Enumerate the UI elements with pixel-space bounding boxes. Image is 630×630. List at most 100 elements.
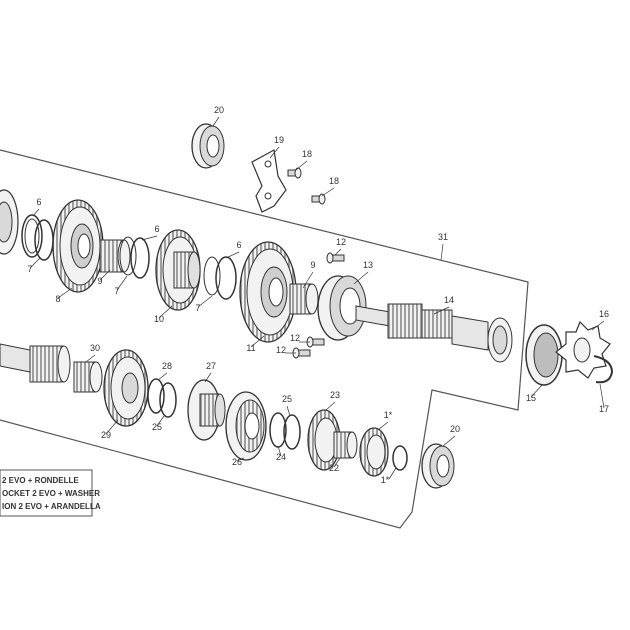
part-number-label: 20 [450,424,460,434]
gear-27 [187,379,226,441]
washer-25-right [283,414,301,450]
gear-11 [239,241,297,343]
part-number-label: 6 [154,224,159,234]
leader-line [225,251,240,259]
needle-bearing-22 [333,431,358,459]
leader-line [29,257,41,269]
gear-1-star [359,427,389,477]
leader-line [157,372,168,381]
needle-bearing-9-left [99,239,131,273]
washer-28 [147,378,165,414]
main-shaft-14 [355,303,513,363]
part-number-label: 19 [274,135,284,145]
washer-6-right [215,256,237,300]
gear-partial-left [0,189,19,255]
part-number-label: 25 [282,394,292,404]
washer-6-left [21,214,43,258]
part-number-label: 7 [114,286,119,296]
gear-8 [52,199,104,293]
leader-line [591,320,605,331]
part-number-label: 8 [55,294,60,304]
leader-line [442,435,456,447]
part-number-label: 6 [236,240,241,250]
part-number-label: 28 [162,361,172,371]
part-number-label: 27 [206,361,216,371]
gear-10 [155,229,201,311]
leader-line [530,384,543,398]
leader-line [105,419,119,435]
washer-7-left [34,219,54,261]
leader-line [141,235,158,241]
part-number-label: 26 [232,457,242,467]
leader-line [440,243,444,261]
leader-line [158,305,173,319]
part-number-label: 17 [599,404,609,414]
leader-line [334,248,342,256]
part-number-label: 18 [302,149,312,159]
leader-line [250,335,265,348]
part-number-label: 14 [444,295,454,305]
gear-29 [103,349,149,427]
leader-line [295,160,308,171]
leader-line [333,457,341,468]
needle-bearing-30 [73,361,103,393]
part-number-label: 31 [438,232,448,242]
part-number-label: 7 [195,303,200,313]
washer-7-right [203,256,221,296]
leader-line [302,271,314,289]
legend-box [0,469,93,517]
leader-line [156,415,165,427]
bolt-12-top [326,252,345,264]
part-number-label: 1* [381,475,390,485]
part-number-label: 12 [276,345,286,355]
plate-19 [251,149,287,213]
leader-line [286,405,291,417]
part-labels: 2019181866677789910111212121314311615173… [27,105,609,485]
leader-line [99,269,111,281]
leader-line [321,187,335,197]
part-number-label: 24 [276,452,286,462]
bearing-20-top [191,123,225,169]
leader-line [197,295,213,308]
leader-lines [29,116,605,480]
leader-line [204,372,212,383]
assembly-frame [0,149,529,529]
part-number-label: 12 [336,237,346,247]
bearing-13 [317,275,367,341]
part-number-label: 23 [330,390,340,400]
part-number-label: 20 [214,105,224,115]
leader-line [212,116,220,127]
sprocket-16 [555,320,611,379]
leader-line [325,401,336,411]
part-number-label: 18 [329,176,339,186]
part-number-label: 10 [154,314,164,324]
lower-shaft [0,343,71,383]
legend-line: 2 EVO + RONDELLE [2,476,79,485]
legend-text: 2 EVO + RONDELLE OCKET 2 EVO + WASHER ION … [2,476,101,511]
bearing-20-low [421,443,455,489]
leader-line [433,306,450,315]
part-number-label: 7 [27,264,32,274]
part-number-label: 1* [384,410,393,420]
part-number-label: 11 [246,343,255,353]
leader-line [377,421,389,431]
part-number-label: 15 [526,393,536,403]
legend-line: ION 2 EVO + ARANDELLA [2,502,101,511]
washer-7-mid [119,236,137,276]
leader-line [236,457,245,462]
part-number-label: 29 [101,430,111,440]
circlip-17 [593,355,614,384]
part-number-label: 25 [152,422,162,432]
screw-18-low [311,193,326,205]
screw-18-top [287,167,302,179]
legend-line: OCKET 2 EVO + WASHER [2,489,100,498]
seal-15 [525,324,563,386]
part-number-label: 6 [36,197,41,207]
washer-6-mid [130,237,150,279]
part-number-label: 9 [310,260,315,270]
gear-26 [225,391,267,461]
part-number-label: 16 [599,309,609,319]
part-number-label: 13 [363,260,373,270]
leader-line [269,146,280,159]
